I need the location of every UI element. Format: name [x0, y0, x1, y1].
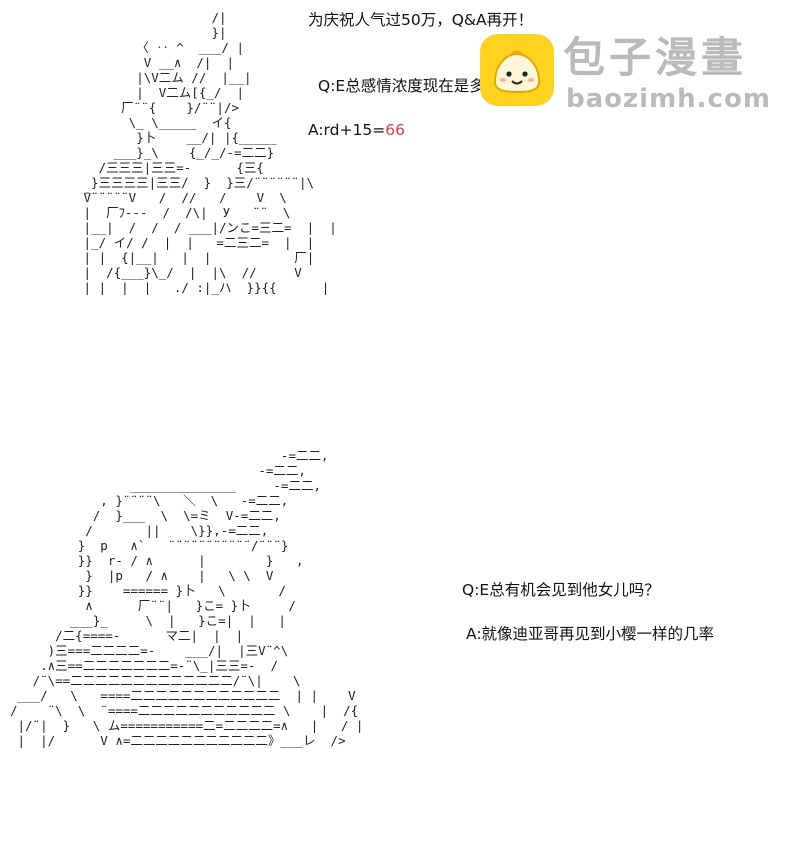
baozi-logo-badge: [480, 34, 554, 106]
question-affection-level: Q:E总感情浓度现在是多少？: [318, 77, 516, 95]
answer-formula: A:rd+15=: [308, 121, 386, 139]
answer-affection-level: A:rd+15=66: [308, 120, 405, 140]
ascii-art-figure-bottom: -=二二, -=二二, ______________ -=二二, , }¨¨¨¨…: [10, 448, 364, 748]
watermark-site-url: baozimh.com: [566, 84, 771, 114]
qa-event-title: 为庆祝人气过50万，Q&A再开！: [308, 11, 534, 29]
ascii-art-figure-top: /| }| 〈 ‥ ^ ___/ | V __∧ /| | |\V二ム // |…: [76, 10, 337, 295]
baozi-bun-icon: [493, 50, 541, 94]
answer-meet-daughter: A:就像迪亚哥再见到小樱一样的几率: [466, 625, 715, 643]
watermark-site-name: 包子漫畫: [563, 33, 748, 82]
question-meet-daughter: Q:E总有机会见到他女儿吗？: [462, 581, 660, 599]
answer-result-value: 66: [385, 121, 405, 139]
